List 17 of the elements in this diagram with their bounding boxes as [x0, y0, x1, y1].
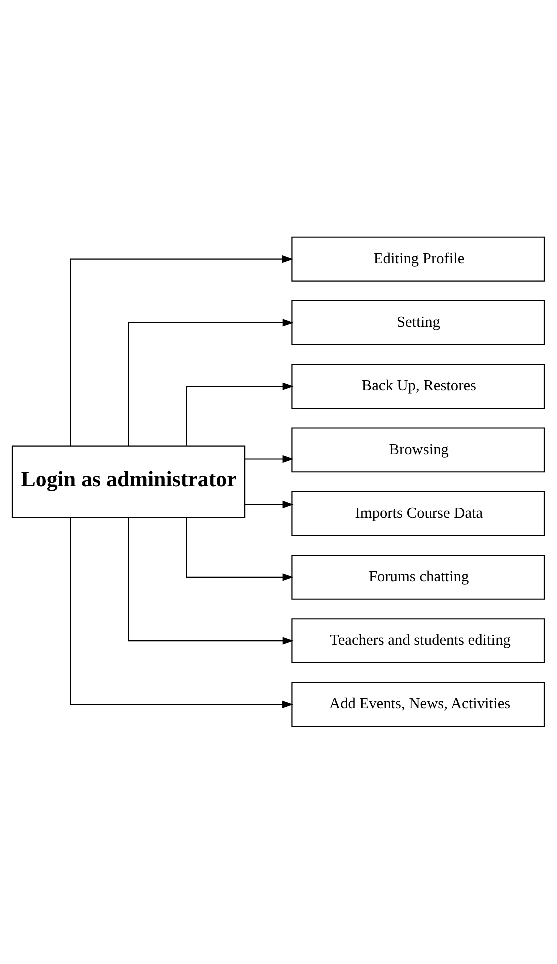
node-box: Editing Profile: [292, 236, 546, 282]
arrow: [70, 518, 294, 709]
node-box: Setting: [292, 300, 546, 346]
node-box: Browsing: [292, 428, 546, 473]
node-box: Forums chatting: [292, 554, 546, 600]
node-box: Add Events, News, Activities: [292, 682, 546, 728]
arrow: [128, 518, 294, 645]
node-box: Login as administrator: [12, 446, 246, 518]
node-box: Teachers and students editing: [292, 618, 546, 664]
arrow: [128, 319, 294, 446]
node-box: Imports Course Data: [292, 491, 546, 536]
arrow: [186, 518, 294, 582]
arrow: [70, 255, 294, 446]
arrow: [245, 455, 294, 464]
node-box: Back Up, Restores: [292, 364, 546, 410]
arrow: [186, 382, 294, 446]
arrow: [245, 500, 294, 509]
